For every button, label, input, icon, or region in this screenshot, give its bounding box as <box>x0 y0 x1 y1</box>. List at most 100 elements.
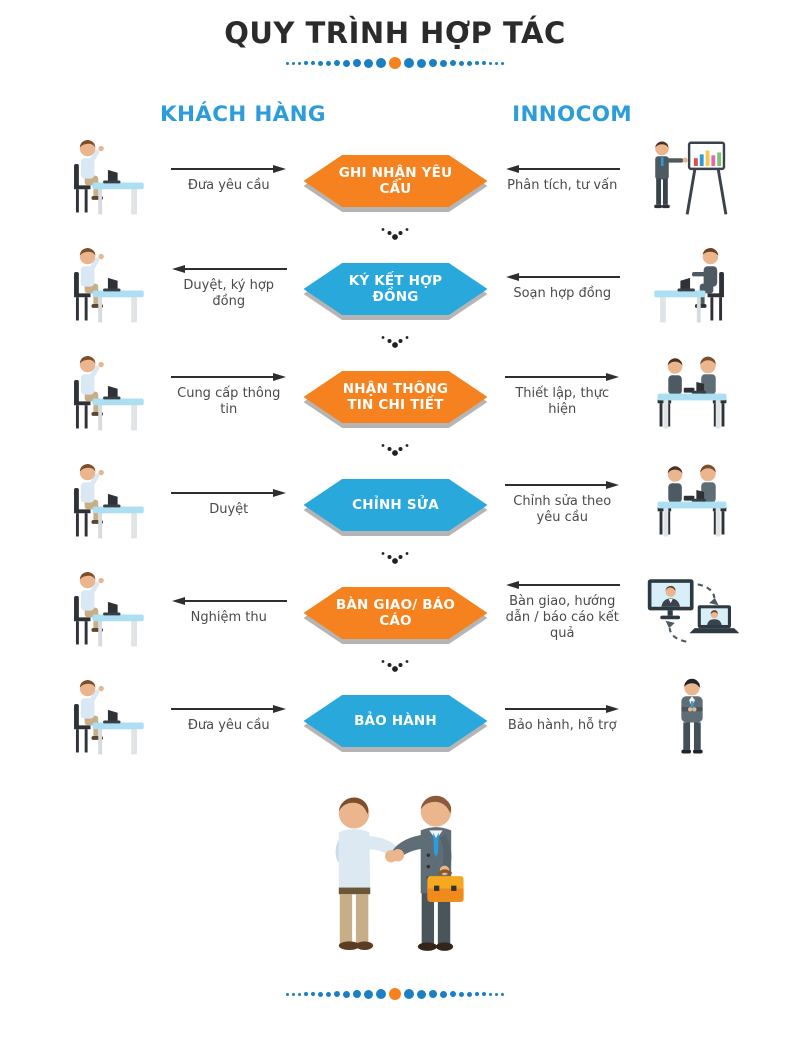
customer-desk-icon <box>55 567 155 659</box>
step-label: GHI NHẬN YÊU CẦU <box>338 164 453 197</box>
chevron-down-dots-icon <box>381 227 409 240</box>
step-label: CHỈNH SỬA <box>352 496 439 513</box>
customer-flow: Duyệt, ký hợp đồng <box>165 267 293 311</box>
dot-blue <box>404 989 414 999</box>
step-hexagon: GHI NHẬN YÊU CẦU <box>303 155 488 212</box>
dot-blue <box>459 60 464 66</box>
dot-blue <box>334 60 340 66</box>
dot-blue <box>343 990 350 998</box>
flow-arrow <box>504 483 607 486</box>
flow-label: Duyệt, ký hợp đồng <box>183 277 275 309</box>
flow-arrow <box>171 491 274 494</box>
dot-blue <box>450 60 456 66</box>
dot-blue <box>495 61 498 65</box>
dot-blue <box>459 991 464 997</box>
step-label: NHẬN THÔNG TIN CHI TIẾT <box>342 380 449 413</box>
dot-orange <box>389 57 401 69</box>
process-row: Cung cấp thông tin NHẬN THÔNG TIN CHI TI… <box>0 351 790 439</box>
flow-label: Soạn hợp đồng <box>513 285 612 301</box>
customer-flow: Duyệt <box>165 491 293 518</box>
flow-label: Phân tích, tư vấn <box>507 177 618 193</box>
dot-blue <box>318 60 323 66</box>
dot-blue <box>364 58 373 68</box>
step-hexagon: KÝ KẾT HỢP ĐỒNG <box>303 263 488 320</box>
dot-blue <box>334 991 340 997</box>
flow-label: Đưa yêu cầu <box>187 717 270 733</box>
video-call-icon <box>636 574 748 652</box>
cooperation-process-infographic: QUY TRÌNH HỢP TÁC KHÁCH HÀNG INNOCOM Đưa… <box>0 16 790 1040</box>
process-row: Duyệt CHỈNH SỬA Chỉnh sửa theo yêu cầu <box>0 459 790 547</box>
dot-blue <box>292 61 295 65</box>
flow-label: Nghiệm thu <box>190 609 267 625</box>
dot-blue <box>326 991 331 997</box>
dot-blue <box>311 992 315 996</box>
dot-blue <box>286 992 289 996</box>
flow-arrow <box>184 267 287 270</box>
chevron-down-dots-icon <box>381 443 409 456</box>
innocom-flow: Thiết lập, thực hiện <box>499 375 627 419</box>
flow-label: Thiết lập, thực hiện <box>515 385 610 417</box>
dot-blue <box>429 990 437 998</box>
customer-desk-icon <box>55 135 155 227</box>
dot-blue <box>376 989 386 999</box>
chevron-down-dots-icon <box>381 335 409 348</box>
step-separator-chevron <box>0 547 790 567</box>
dot-blue <box>304 992 308 996</box>
step-separator-chevron <box>0 331 790 351</box>
step-hexagon: NHẬN THÔNG TIN CHI TIẾT <box>303 371 488 428</box>
process-rows: Đưa yêu cầu GHI NHẬN YÊU CẦU Phân tích, … <box>0 135 790 763</box>
flow-arrow <box>171 167 274 170</box>
dot-blue <box>501 61 504 65</box>
flow-arrow <box>504 375 607 378</box>
step-separator-chevron <box>0 439 790 459</box>
column-header-customer: KHÁCH HÀNG <box>160 102 326 127</box>
dot-blue <box>482 61 486 65</box>
dot-blue <box>298 992 301 996</box>
innocom-flow: Bảo hành, hỗ trợ <box>499 707 627 734</box>
flow-arrow <box>504 707 607 710</box>
customer-flow: Nghiệm thu <box>165 599 293 626</box>
flow-label: Đưa yêu cầu <box>187 177 270 193</box>
dots-divider-top-icon <box>0 56 790 70</box>
support-person-icon <box>636 675 748 767</box>
dot-blue <box>450 991 456 997</box>
dot-blue <box>475 61 479 65</box>
page-title: QUY TRÌNH HỢP TÁC <box>224 16 566 50</box>
chevron-down-dots-icon <box>381 659 409 672</box>
innocom-flow: Bàn giao, hướng dẫn / báo cáo kết quả <box>499 583 627 643</box>
customer-flow: Đưa yêu cầu <box>165 707 293 734</box>
worker-desk-icon <box>636 243 748 335</box>
flow-label: Bảo hành, hỗ trợ <box>507 717 617 733</box>
dot-blue <box>495 992 498 996</box>
customer-desk-icon <box>55 351 155 443</box>
dot-blue <box>489 992 492 996</box>
meeting-icon <box>636 351 748 443</box>
dot-blue <box>467 991 472 997</box>
dot-blue <box>417 989 426 999</box>
innocom-flow: Soạn hợp đồng <box>499 275 627 302</box>
dot-blue <box>311 61 315 65</box>
dot-blue <box>417 58 426 68</box>
customer-flow: Cung cấp thông tin <box>165 375 293 419</box>
dot-blue <box>467 60 472 66</box>
dot-blue <box>353 59 361 67</box>
flow-arrow <box>171 707 274 710</box>
dot-blue <box>353 990 361 998</box>
handshake-icon <box>0 779 790 979</box>
innocom-flow: Phân tích, tư vấn <box>499 167 627 194</box>
process-row: Nghiệm thu BÀN GIAO/ BÁO CÁO Bàn giao, h… <box>0 567 790 655</box>
meeting-icon <box>636 459 748 551</box>
step-label: BÀN GIAO/ BÁO CÁO <box>335 596 456 629</box>
process-row: Duyệt, ký hợp đồng KÝ KẾT HỢP ĐỒNG Soạn … <box>0 243 790 331</box>
flow-arrow <box>517 167 620 170</box>
dot-blue <box>440 59 447 67</box>
dot-blue <box>440 990 447 998</box>
chevron-down-dots-icon <box>381 551 409 564</box>
dot-blue <box>304 61 308 65</box>
flow-arrow <box>171 375 274 378</box>
dot-blue <box>404 58 414 68</box>
step-separator-chevron <box>0 223 790 243</box>
dot-blue <box>376 58 386 68</box>
flow-arrow <box>517 275 620 278</box>
flow-label: Chỉnh sửa theo yêu cầu <box>513 493 612 525</box>
